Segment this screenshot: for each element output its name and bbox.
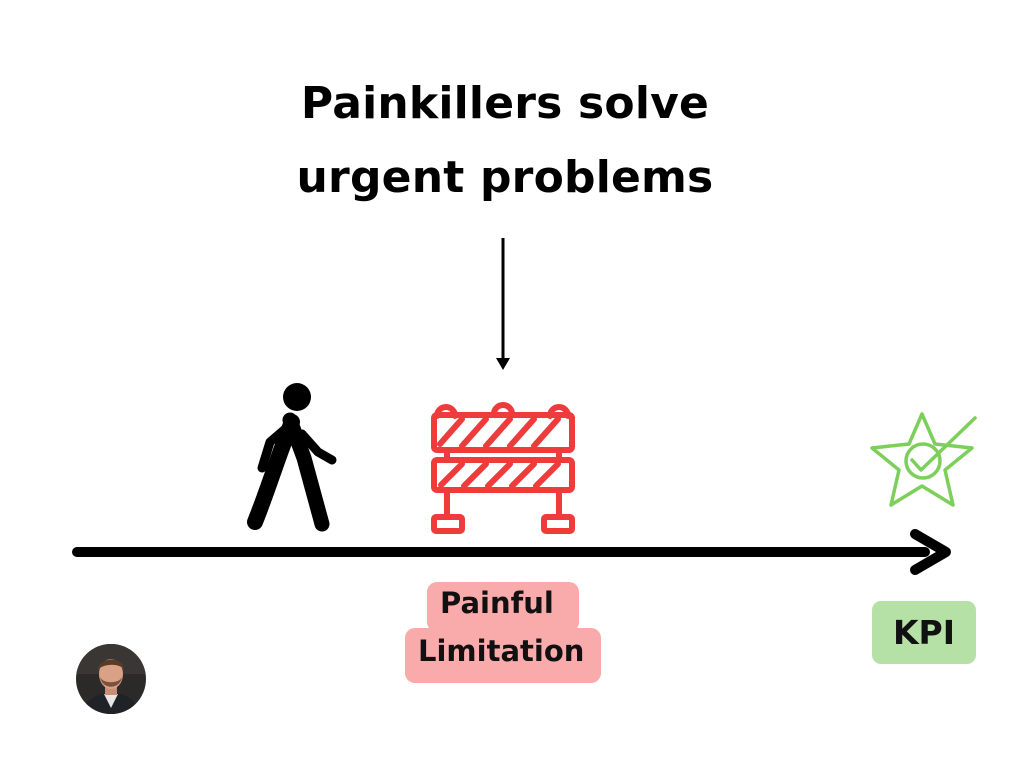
obstacle-label-line-2: Limitation — [418, 634, 585, 668]
headline-line-1: Painkillers solve — [300, 78, 710, 129]
kpi-label: KPI — [872, 601, 976, 664]
obstacle-label-line-1: Painful — [440, 586, 554, 620]
road-barrier-icon — [431, 402, 575, 534]
timeline-arrow — [72, 529, 951, 575]
obstacle-label-bg-top — [427, 582, 579, 632]
author-avatar — [76, 644, 146, 714]
person-walking-icon — [247, 383, 337, 532]
pointer-arrow — [496, 238, 510, 370]
obstacle-label-bg-bottom — [405, 628, 601, 683]
star-checkmark-icon — [870, 412, 977, 507]
headline-line-2: urgent problems — [296, 152, 714, 203]
